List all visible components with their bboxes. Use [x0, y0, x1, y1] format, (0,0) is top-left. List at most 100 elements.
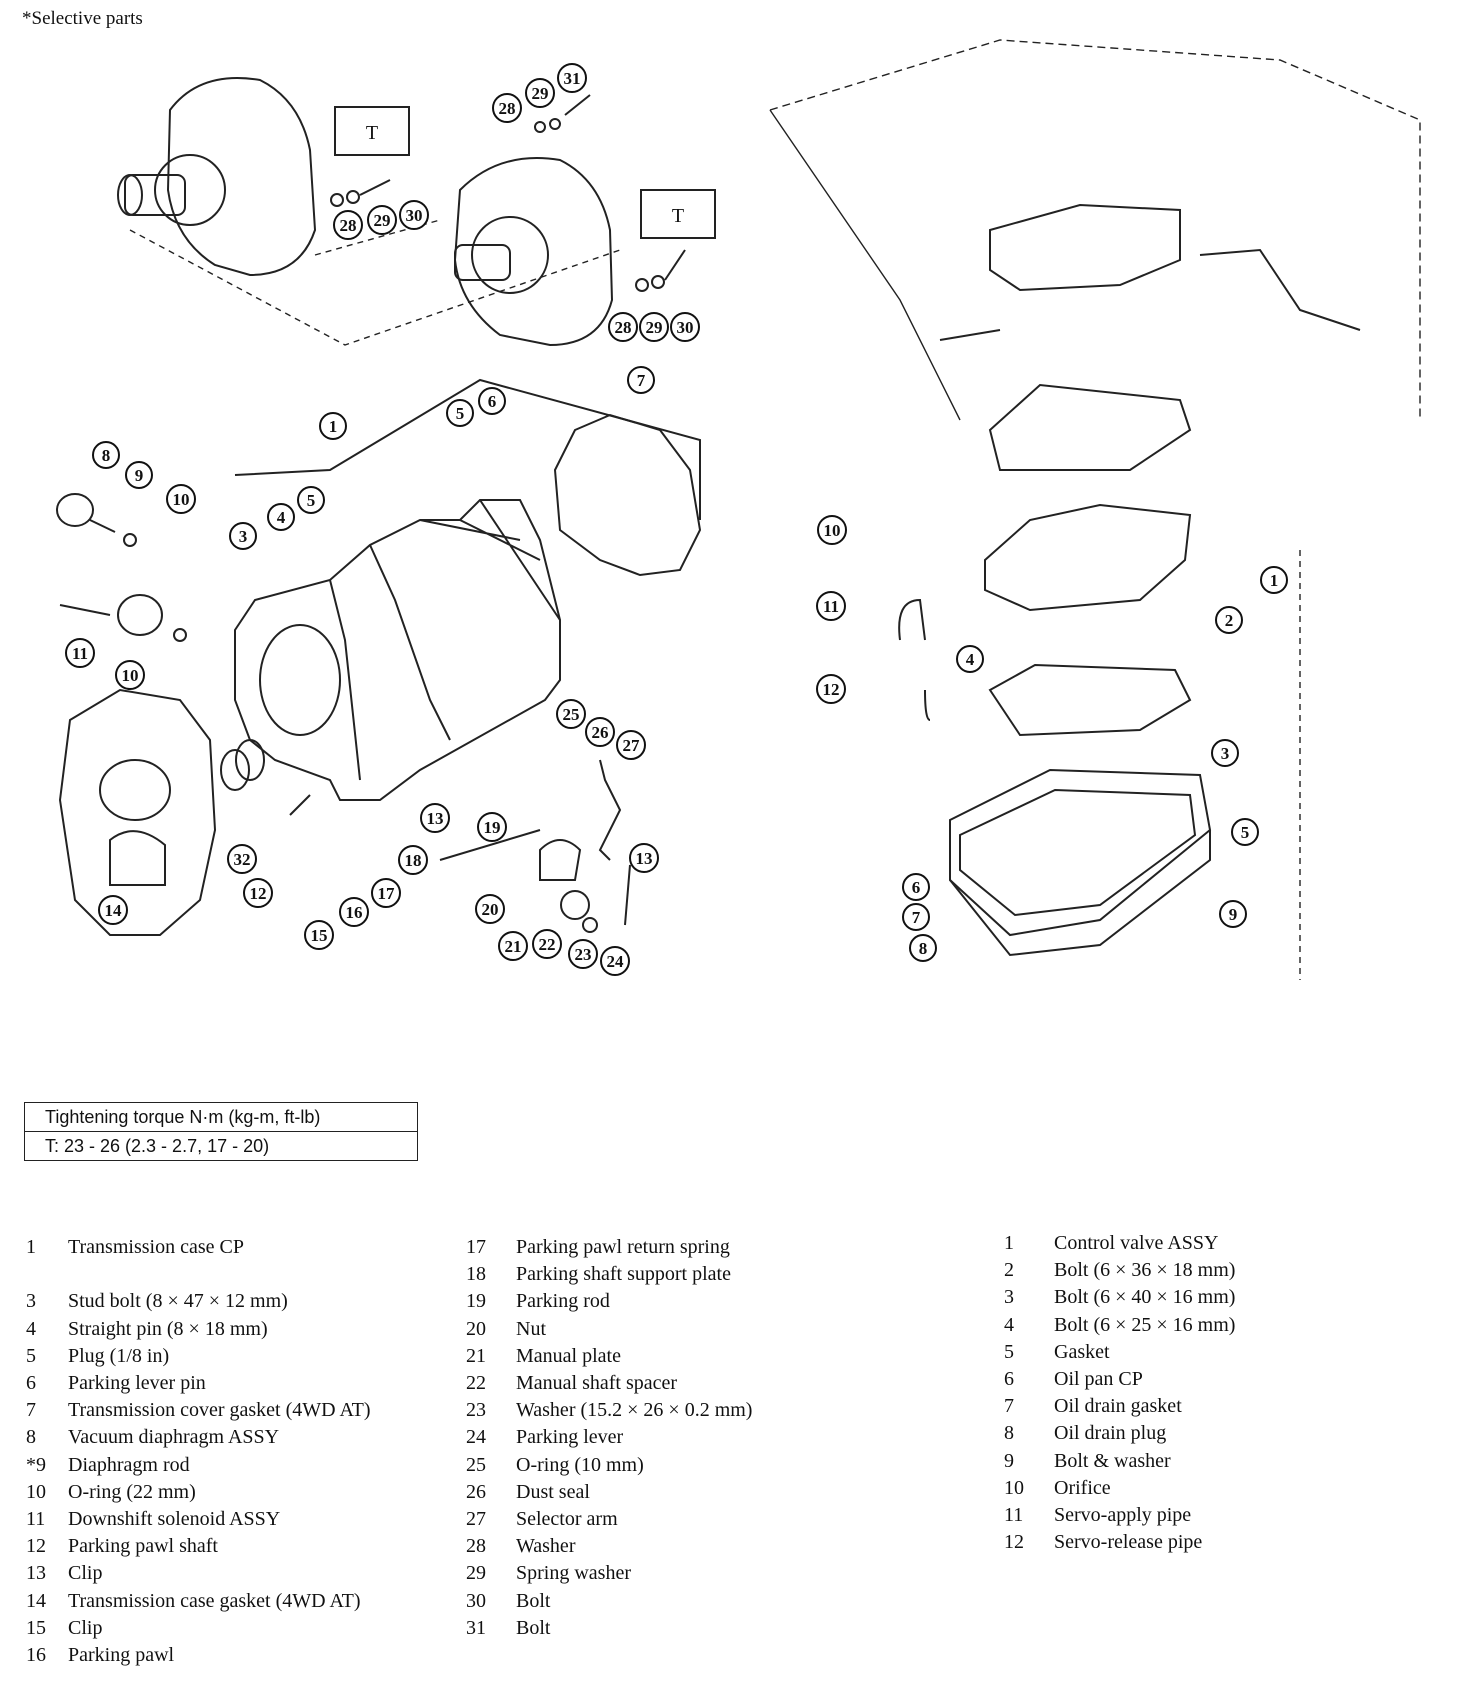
exploded-view-diagram: 1 3 4 5 5 6 7 8 9 10 11 10 14 32 12 15 1… [56, 39, 1421, 980]
legend-item-number: 20 [466, 1317, 486, 1340]
legend-item-number: 16 [26, 1644, 46, 1667]
callout-r6: 6 [902, 873, 930, 901]
legend-item-number: 18 [466, 1263, 486, 1286]
tightening-torque-table: Tightening torque N·m (kg-m, ft-lb) T: 2… [24, 1102, 418, 1161]
legend-item-label: Bolt [516, 1616, 551, 1639]
svg-text:12: 12 [823, 680, 840, 699]
svg-text:24: 24 [607, 952, 625, 971]
valve-body-lower [984, 503, 1192, 612]
legend-item-number: 1 [26, 1236, 36, 1258]
legend-item-number: 4 [1004, 1313, 1014, 1336]
legend-item: 16 Parking pawl [26, 1642, 371, 1669]
legend-item-number: 2 [1004, 1259, 1014, 1282]
svg-text:3: 3 [1221, 744, 1230, 763]
svg-text:23: 23 [575, 945, 592, 964]
callout-10b: 10 [115, 660, 145, 690]
legend-item-number: 26 [466, 1480, 486, 1503]
legend-item-label: Bolt & washer [1054, 1449, 1171, 1472]
legend-item-number: 3 [1004, 1286, 1014, 1309]
transmission-case-gasket [58, 688, 217, 936]
legend-item-number: 6 [26, 1372, 36, 1395]
callout-9: 9 [125, 461, 153, 489]
callout-4: 4 [267, 503, 295, 531]
legend-item-label: Parking pawl [68, 1644, 175, 1667]
legend-item-label: Control valve ASSY [1054, 1232, 1219, 1254]
callout-32: 32 [227, 844, 257, 874]
callout-r7: 7 [902, 903, 930, 931]
svg-text:21: 21 [505, 937, 522, 956]
svg-text:30: 30 [406, 206, 423, 225]
callout-29a: 29 [367, 205, 397, 235]
legend-item-label: Parking pawl shaft [68, 1535, 218, 1558]
legend-item-label: Washer (15.2 × 26 × 0.2 mm) [516, 1399, 753, 1422]
svg-text:28: 28 [340, 216, 357, 235]
callout-14: 14 [98, 895, 128, 925]
legend-item-number: 9 [1004, 1449, 1014, 1472]
legend-item: 4 Bolt (6 × 25 × 16 mm) [1004, 1312, 1235, 1339]
callout-23: 23 [568, 939, 598, 969]
legend-item-number: 28 [466, 1535, 486, 1558]
svg-text:20: 20 [482, 900, 499, 919]
legend-item-number: 29 [466, 1562, 486, 1585]
legend-item-number: 5 [26, 1344, 36, 1367]
torque-marker-2: T [672, 205, 684, 227]
svg-text:15: 15 [311, 926, 328, 945]
callout-r9: 9 [1219, 900, 1247, 928]
legend-item-label: Servo-apply pipe [1054, 1504, 1192, 1527]
callout-27: 27 [616, 730, 646, 760]
callout-30a: 30 [399, 200, 429, 230]
legend-item-label: Bolt (6 × 25 × 16 mm) [1054, 1313, 1236, 1336]
legend-item-number: 10 [1004, 1476, 1024, 1499]
legend-item-number: 1 [1004, 1232, 1014, 1254]
legend-item-label: Manual plate [516, 1344, 621, 1367]
callout-10: 10 [166, 484, 196, 514]
callout-5b: 5 [446, 399, 474, 427]
svg-text:30: 30 [677, 318, 694, 337]
callout-r10: 10 [817, 515, 847, 545]
svg-text:25: 25 [563, 705, 580, 724]
svg-text:6: 6 [912, 878, 921, 897]
callout-3: 3 [229, 522, 257, 550]
callout-r5: 5 [1231, 818, 1259, 846]
oil-strainer [988, 663, 1192, 737]
callout-31: 31 [557, 63, 587, 93]
legend-item-label: Washer [516, 1535, 576, 1558]
legend-item-label: Clip [68, 1616, 103, 1639]
legend-item-number: 11 [26, 1508, 46, 1531]
svg-text:29: 29 [374, 211, 391, 230]
svg-text:1: 1 [1270, 571, 1279, 590]
callout-26: 26 [585, 717, 615, 747]
callout-20: 20 [475, 894, 505, 924]
callout-7: 7 [627, 366, 655, 394]
callout-30b: 30 [670, 312, 700, 342]
legend-item: 1 Control valve ASSY [1004, 1230, 1235, 1257]
legend-item-label: Oil pan CP [1054, 1368, 1143, 1391]
svg-text:28: 28 [499, 99, 516, 118]
legend-item-number [26, 1261, 68, 1288]
legend-item-label: Parking shaft support plate [516, 1263, 731, 1286]
svg-text:7: 7 [637, 371, 646, 390]
callout-18: 18 [398, 845, 428, 875]
legend-item-label: Vacuum diaphragm ASSY [68, 1426, 280, 1449]
torque-marker-1: T [366, 122, 378, 144]
legend-item-label: O-ring (22 mm) [68, 1480, 196, 1503]
svg-text:4: 4 [277, 508, 286, 527]
svg-text:16: 16 [346, 903, 363, 922]
svg-text:31: 31 [564, 69, 581, 88]
